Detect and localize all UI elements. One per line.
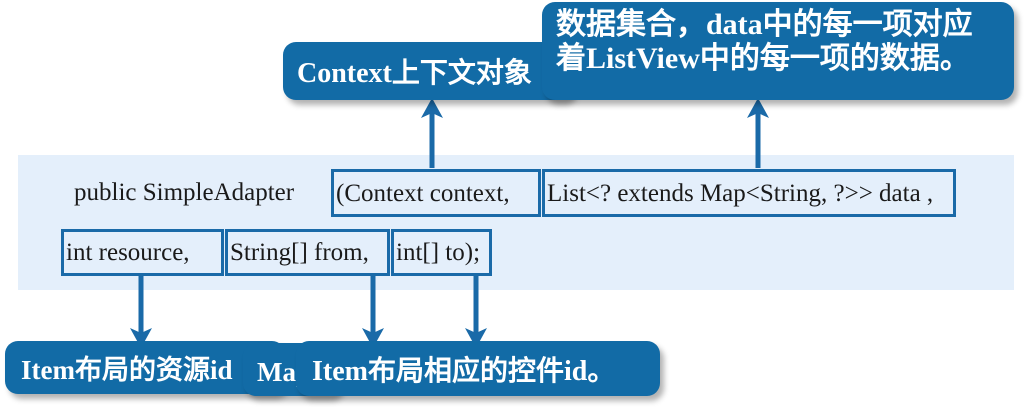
- arrow-up-data: [747, 98, 769, 168]
- callout-context: Context上下文对象: [283, 42, 574, 100]
- callout-resource-text: Item布局的资源id: [21, 355, 233, 385]
- arrow-down-resource: [130, 276, 152, 348]
- fragment-resource-param[interactable]: int resource,: [61, 229, 224, 276]
- fragment-data-param[interactable]: List<? extends Map<String, ?>> data ,: [542, 169, 956, 217]
- fragment-context-param[interactable]: (Context context,: [331, 169, 541, 217]
- callout-context-text: Context上下文对象: [297, 58, 532, 89]
- arrow-down-to: [465, 276, 487, 348]
- callout-data: 数据集合，data中的每一项对应 着ListView中的每一项的数据。: [542, 2, 1014, 100]
- fragment-to-param[interactable]: int[] to);: [391, 229, 492, 276]
- arrow-up-context: [421, 98, 443, 168]
- callout-data-line1: 数据集合，data中的每一项对应: [556, 8, 973, 41]
- callout-to: Item布局相应的控件id。: [296, 341, 660, 396]
- callout-data-line2: 着ListView中的每一项的数据。: [556, 41, 970, 75]
- code-panel: public SimpleAdapter (Context context, L…: [18, 155, 1014, 290]
- code-line1-prefix: public SimpleAdapter: [74, 179, 295, 206]
- fragment-from-param[interactable]: String[] from,: [225, 229, 390, 276]
- callout-to-text: Item布局相应的控件id。: [312, 355, 616, 387]
- arrow-down-from: [362, 276, 384, 348]
- callout-resource: Item布局的资源id: [5, 341, 285, 394]
